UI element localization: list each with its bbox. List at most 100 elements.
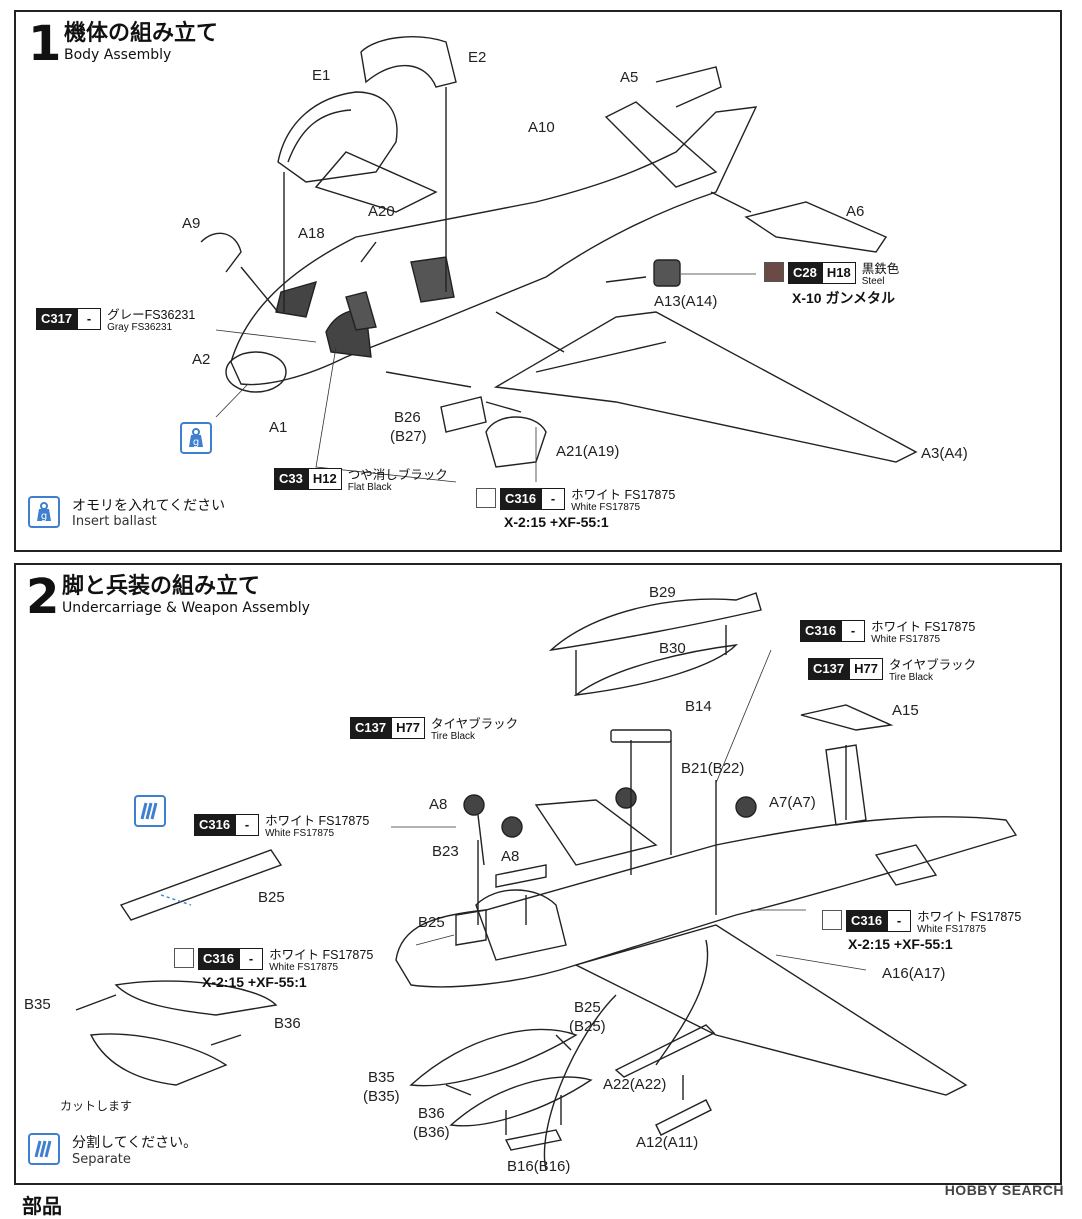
paint-name-en: White FS17875 — [269, 962, 339, 973]
paint-code: C316 — [500, 488, 542, 510]
step1-panel: 1 機体の組み立て Body Assembly — [14, 10, 1062, 552]
part-label-b36-left: B36 — [274, 1015, 301, 1032]
part-label-a15: A15 — [892, 702, 919, 719]
paint-callout-tire-black-left: C137 H77 タイヤブラック Tire Black — [350, 717, 518, 742]
part-label-b30: B30 — [659, 640, 686, 657]
paint-code-2: H77 — [849, 658, 883, 680]
paint-name-en: White FS17875 — [265, 828, 335, 839]
paint-name-jp: ホワイト FS17875 — [571, 488, 676, 502]
paint-name-jp: グレーFS36231 — [107, 308, 196, 322]
part-label-b35-left: B35 — [24, 996, 51, 1013]
watermark-logo: HOBBY SEARCH — [944, 1182, 1064, 1198]
part-label-a3: A3(A4) — [921, 445, 968, 462]
paint-code-2: H18 — [821, 262, 856, 284]
part-label-b35-bottom-alt: (B35) — [363, 1088, 400, 1105]
paint-callout-white-pod: C316 - ホワイト FS17875 White FS17875 — [800, 620, 975, 645]
paint-mix-steel: X-10 ガンメタル — [792, 290, 896, 306]
paint-callout-white: C316 - ホワイト FS17875 White FS17875 — [476, 488, 675, 513]
part-label-a21: A21(A19) — [556, 443, 620, 460]
paint-name-en: White FS17875 — [571, 502, 641, 513]
ballast-note-jp: オモリを入れてください — [72, 498, 226, 514]
paint-code-2: H12 — [307, 468, 342, 490]
paint-name-jp: タイヤブラック — [430, 717, 519, 731]
step1-title-en: Body Assembly — [64, 47, 172, 63]
part-label-b36-bottom: B36 — [418, 1105, 445, 1122]
step1-aircraft-diagram — [200, 36, 918, 483]
part-label-b26: B26 — [394, 409, 421, 426]
part-label-b16: B16(B16) — [507, 1158, 571, 1175]
paint-callout-flat-black: C33 H12 つや消しブラック Flat Black — [274, 468, 448, 493]
part-label-a12: A12(A11) — [636, 1134, 699, 1151]
paint-code: C316 — [194, 814, 236, 836]
part-label-a7: A7(A7) — [769, 794, 816, 811]
part-label-a2: A2 — [192, 351, 211, 368]
paint-code-2: - — [235, 814, 260, 836]
paint-name-en: White FS17875 — [871, 634, 941, 645]
ballast-glyph: g — [193, 437, 199, 448]
paint-code: C316 — [800, 620, 842, 642]
paint-name-jp: ホワイト FS17875 — [265, 814, 370, 828]
paint-name-en: Steel — [861, 276, 885, 287]
paint-name-jp: ホワイト FS17875 — [871, 620, 976, 634]
ballast-glyph: g — [41, 511, 47, 522]
paint-code-2: - — [841, 620, 866, 642]
step1-title-jp: 機体の組み立て — [64, 21, 219, 46]
paint-code: C28 — [788, 262, 822, 284]
part-label-b29: B29 — [649, 584, 676, 601]
paint-code: C137 — [350, 717, 392, 739]
paint-mix-white: X-2:15 +XF-55:1 — [504, 514, 609, 530]
paint-code: C317 — [36, 308, 78, 330]
paint-name-en: Tire Black — [888, 672, 934, 683]
paint-name-jp: つや消しブラック — [347, 468, 448, 482]
paint-swatch — [764, 262, 784, 282]
ballast-icon: g — [180, 422, 212, 454]
paint-code-2: - — [887, 910, 912, 932]
paint-callout-white-panel: C316 - ホワイト FS17875 White FS17875 — [194, 814, 369, 839]
paint-name-en: White FS17875 — [917, 924, 987, 935]
cut-note: カットします — [60, 1099, 133, 1113]
step2-title-en: Undercarriage & Weapon Assembly — [62, 600, 310, 616]
paint-swatch — [174, 948, 194, 968]
step2-aircraft-diagram — [75, 592, 1018, 1171]
part-label-b14: B14 — [685, 698, 712, 715]
part-label-a22: A22(A22) — [603, 1076, 667, 1093]
paint-code: C316 — [846, 910, 888, 932]
part-label-b25-panel: B25 — [258, 889, 285, 906]
ballast-legend-icon: g — [28, 496, 60, 528]
part-label-e1: E1 — [312, 67, 331, 84]
ballast-note-en: Insert ballast — [72, 514, 157, 529]
paint-name-en: Flat Black — [347, 482, 392, 493]
part-label-a16: A16(A17) — [882, 965, 946, 982]
part-label-b21: B21(B22) — [681, 760, 745, 777]
part-label-a10: A10 — [528, 119, 555, 136]
paint-mix-white-nose: X-2:15 +XF-55:1 — [202, 974, 307, 990]
separate-note-en: Separate — [72, 1152, 131, 1167]
paint-name-jp: ホワイト FS17875 — [269, 948, 374, 962]
part-label-a9: A9 — [182, 215, 201, 232]
separate-icon — [134, 795, 166, 827]
paint-code-2: - — [77, 308, 102, 330]
paint-name-en: Gray FS36231 — [107, 322, 173, 333]
part-label-a13: A13(A14) — [654, 293, 718, 310]
paint-swatch — [822, 910, 842, 930]
paint-callout-gray: C317 - グレーFS36231 Gray FS36231 — [36, 308, 195, 333]
part-label-b36-bottom-alt: (B36) — [413, 1124, 450, 1141]
paint-code: C33 — [274, 468, 308, 490]
part-label-b25-front: B25 — [418, 914, 445, 931]
part-label-a8-left: A8 — [429, 796, 448, 813]
paint-name-jp: 黒鉄色 — [861, 262, 900, 276]
next-section-heading: 部品 — [22, 1194, 62, 1218]
separate-note-jp: 分割してください。 — [72, 1135, 198, 1151]
paint-callout-white-nose: C316 - ホワイト FS17875 White FS17875 — [174, 948, 373, 973]
step1-number: 1 — [28, 16, 62, 72]
part-label-e2: E2 — [468, 49, 487, 66]
part-label-a20: A20 — [368, 203, 395, 220]
paint-callout-steel: C28 H18 黒鉄色 Steel — [764, 262, 899, 287]
part-label-a1: A1 — [269, 419, 288, 436]
step2-number: 2 — [26, 569, 60, 625]
step2-panel: 2 脚と兵装の組み立て Undercarriage & Weapon Assem… — [14, 563, 1062, 1185]
paint-name-jp: タイヤブラック — [888, 658, 977, 672]
part-label-b25-bay-alt: (B25) — [569, 1018, 606, 1035]
paint-name-jp: ホワイト FS17875 — [917, 910, 1022, 924]
part-label-a8-right: A8 — [501, 848, 520, 865]
